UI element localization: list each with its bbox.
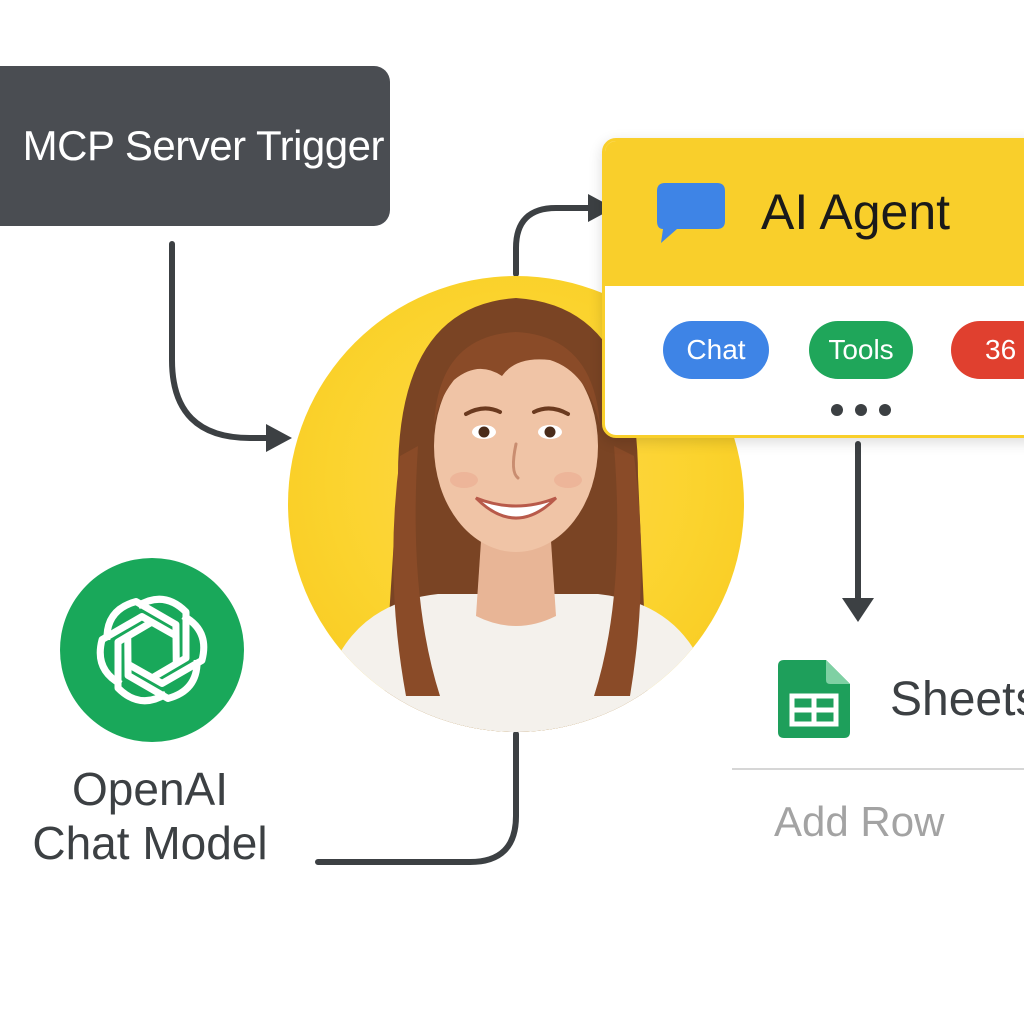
openai-label-line1: OpenAI bbox=[72, 763, 228, 815]
more-options-icon[interactable] bbox=[829, 403, 893, 417]
agent-title: AI Agent bbox=[761, 184, 951, 240]
sheets-divider bbox=[732, 768, 1024, 770]
tools-tag[interactable]: Tools bbox=[809, 321, 913, 379]
openai-label: OpenAI Chat Model bbox=[0, 762, 300, 870]
chat-tag[interactable]: Chat bbox=[663, 321, 769, 379]
trigger-to-avatar-arrowhead bbox=[266, 424, 292, 452]
agent-to-sheets-arrowhead bbox=[842, 598, 874, 622]
avatar-to-agent-connector bbox=[513, 205, 593, 277]
count-badge[interactable]: 36 bbox=[951, 321, 1024, 379]
trigger-label: MCP Server Trigger bbox=[22, 122, 385, 169]
person-avatar bbox=[288, 276, 744, 732]
person-illustration bbox=[318, 298, 718, 732]
trigger-to-avatar-connector bbox=[169, 241, 271, 441]
openai-label-line2: Chat Model bbox=[32, 817, 268, 869]
mcp-server-trigger-node[interactable]: MCP Server Trigger bbox=[0, 66, 390, 226]
chat-bubble-icon bbox=[657, 183, 725, 243]
openai-knot-icon bbox=[96, 595, 208, 705]
add-row-action[interactable]: Add Row bbox=[774, 798, 945, 845]
sheets-title: Sheets bbox=[890, 673, 1024, 726]
openai-to-avatar-connector bbox=[315, 731, 519, 865]
openai-logo-icon[interactable] bbox=[60, 558, 244, 742]
ai-agent-node[interactable]: AI Agent Chat Tools 36 bbox=[602, 138, 1024, 438]
google-sheets-icon[interactable] bbox=[776, 660, 852, 738]
